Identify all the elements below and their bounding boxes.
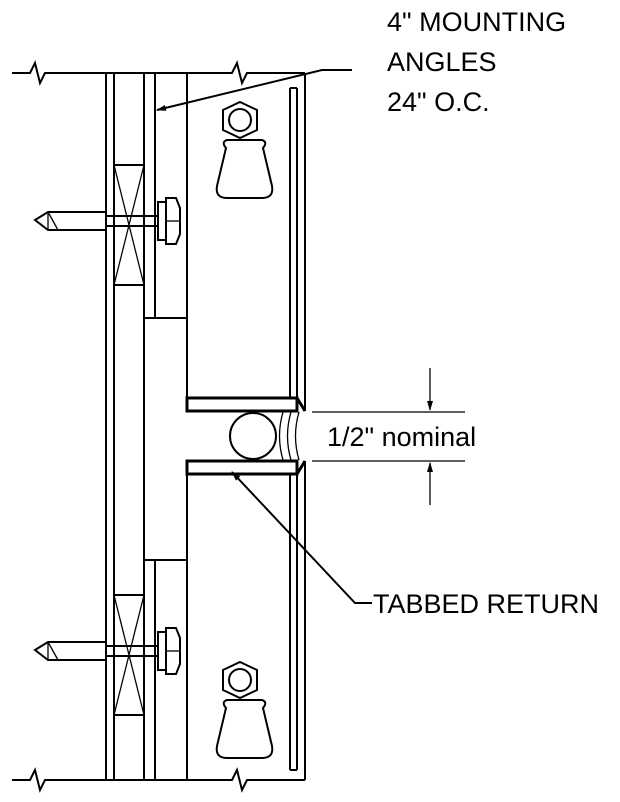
teardrop-slot-icon xyxy=(215,699,274,759)
top-break-line-icon xyxy=(12,60,305,86)
bottom-break-line-icon xyxy=(12,767,305,793)
screw-icon xyxy=(33,627,181,675)
teardrop-slot-icon xyxy=(215,139,274,199)
backer-rod-icon xyxy=(229,412,277,460)
tabbed-return-label: TABBED RETURN xyxy=(373,589,599,619)
hex-nut-icon xyxy=(222,100,258,140)
hex-nut-icon xyxy=(222,660,258,700)
tabbed-return-leader xyxy=(231,471,372,604)
mounting-angles-label-line1: 4" MOUNTING xyxy=(387,7,566,37)
joint-dimension-label: 1/2" nominal xyxy=(327,422,476,452)
panel-upper xyxy=(185,73,307,413)
mounting-angles-leader xyxy=(156,69,352,111)
wall-substrate xyxy=(105,73,145,780)
mounting-angles-label-line2: ANGLES xyxy=(387,47,497,77)
mounting-angle-upper xyxy=(144,73,188,319)
sealant-joint xyxy=(278,411,300,461)
mounting-angles-label-line3: 24" O.C. xyxy=(387,87,490,117)
panel-lower xyxy=(185,459,307,780)
joint-dimension xyxy=(312,368,465,505)
screw-icon xyxy=(33,197,181,245)
